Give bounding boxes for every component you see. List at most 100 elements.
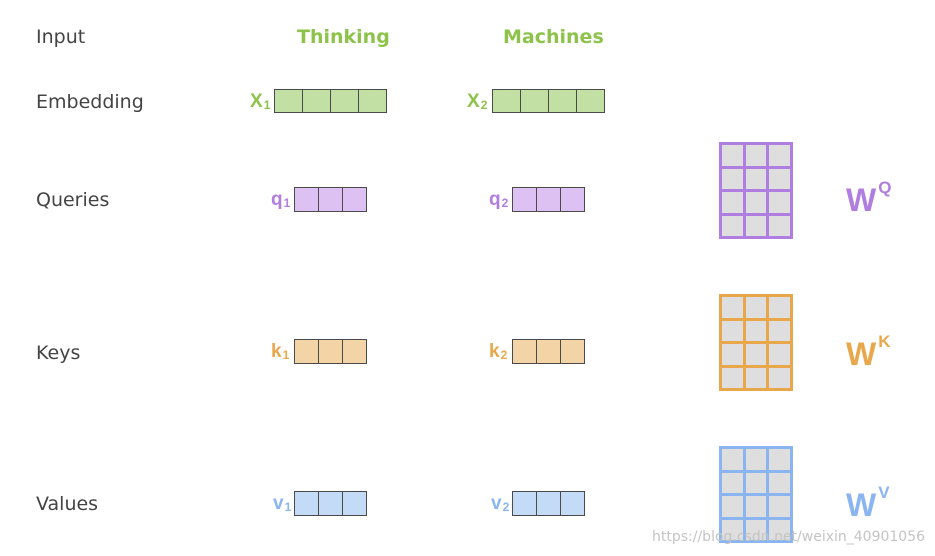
- query-vector-q1: [294, 187, 367, 212]
- row-label-input: Input: [36, 26, 86, 48]
- vector-cell: [274, 89, 303, 113]
- matrix-cell: [722, 320, 743, 341]
- weight-matrix-wq: [719, 142, 793, 239]
- vector-cell: [318, 187, 343, 212]
- matrix-cell: [769, 519, 790, 540]
- vector-cell: [302, 89, 331, 113]
- matrix-cell: [722, 215, 743, 236]
- variable-k2: k2: [489, 341, 507, 363]
- variable-x2-letter: X: [467, 91, 480, 112]
- vector-cell: [512, 491, 537, 516]
- variable-q1: q1: [271, 189, 290, 211]
- matrix-cell: [769, 496, 790, 517]
- matrix-cell: [722, 145, 743, 166]
- vector-cell: [318, 491, 343, 516]
- row-label-queries: Queries: [36, 189, 110, 211]
- variable-v2-letter: v: [491, 493, 502, 514]
- matrix-cell: [722, 519, 743, 540]
- vector-cell: [536, 339, 561, 364]
- matrix-cell: [745, 449, 767, 470]
- matrix-cell: [722, 496, 743, 517]
- row-label-embedding: Embedding: [36, 91, 144, 113]
- matrix-cell: [745, 519, 767, 540]
- weight-matrix-wk: [719, 294, 793, 391]
- matrix-cell: [722, 297, 743, 318]
- watermark-url: https://blog.csdn.net/weixin_40901056: [652, 529, 926, 545]
- vector-cell: [520, 89, 549, 113]
- matrix-cell: [769, 215, 790, 236]
- variable-v1-subscript: 1: [284, 500, 292, 514]
- matrix-cell: [769, 320, 790, 341]
- vector-cell: [358, 89, 387, 113]
- value-vector-v2: [512, 491, 585, 516]
- weight-label-wq-letter: W: [846, 182, 877, 218]
- variable-k1-letter: k: [271, 341, 282, 362]
- weight-label-wk-superscript: K: [878, 332, 891, 351]
- variable-q2: q2: [489, 189, 508, 211]
- matrix-cell: [745, 320, 767, 341]
- weight-label-wk-letter: W: [846, 336, 877, 372]
- vector-cell: [560, 339, 585, 364]
- embedding-vector-x2: [492, 89, 605, 113]
- vector-cell: [342, 491, 367, 516]
- variable-k2-letter: k: [489, 341, 500, 362]
- variable-q1-subscript: 1: [283, 196, 291, 210]
- variable-k1: k1: [271, 341, 289, 363]
- weight-matrix-wv: [719, 446, 793, 543]
- matrix-cell: [722, 192, 743, 213]
- matrix-cell: [769, 472, 790, 493]
- matrix-cell: [745, 367, 767, 388]
- matrix-cell: [722, 472, 743, 493]
- vector-cell: [548, 89, 577, 113]
- variable-q2-subscript: 2: [501, 196, 509, 210]
- vector-cell: [492, 89, 521, 113]
- matrix-cell: [769, 344, 790, 365]
- matrix-cell: [745, 496, 767, 517]
- variable-v2: v2: [491, 493, 509, 515]
- variable-q2-letter: q: [489, 189, 501, 210]
- query-vector-q2: [512, 187, 585, 212]
- vector-cell: [342, 187, 367, 212]
- key-vector-k1: [294, 339, 367, 364]
- variable-v2-subscript: 2: [502, 500, 510, 514]
- matrix-cell: [769, 449, 790, 470]
- matrix-cell: [745, 215, 767, 236]
- variable-q1-letter: q: [271, 189, 283, 210]
- variable-k1-subscript: 1: [282, 348, 290, 362]
- row-label-keys: Keys: [36, 342, 81, 364]
- matrix-cell: [745, 168, 767, 189]
- matrix-cell: [745, 192, 767, 213]
- matrix-cell: [745, 472, 767, 493]
- variable-x1-subscript: 1: [263, 98, 271, 112]
- variable-k2-subscript: 2: [500, 348, 508, 362]
- variable-x1: X1: [250, 91, 270, 113]
- variable-x1-letter: X: [250, 91, 263, 112]
- variable-x2: X2: [467, 91, 487, 113]
- matrix-cell: [769, 145, 790, 166]
- vector-cell: [512, 339, 537, 364]
- vector-cell: [560, 187, 585, 212]
- vector-cell: [294, 187, 319, 212]
- matrix-cell: [745, 297, 767, 318]
- matrix-cell: [769, 367, 790, 388]
- matrix-cell: [745, 344, 767, 365]
- vector-cell: [294, 491, 319, 516]
- vector-cell: [318, 339, 343, 364]
- weight-label-wv-letter: W: [846, 487, 877, 523]
- matrix-cell: [722, 168, 743, 189]
- vector-cell: [342, 339, 367, 364]
- key-vector-k2: [512, 339, 585, 364]
- value-vector-v1: [294, 491, 367, 516]
- matrix-cell: [745, 145, 767, 166]
- matrix-cell: [722, 344, 743, 365]
- vector-cell: [536, 491, 561, 516]
- vector-cell: [294, 339, 319, 364]
- matrix-cell: [769, 168, 790, 189]
- vector-cell: [330, 89, 359, 113]
- variable-v1: v1: [273, 493, 291, 515]
- vector-cell: [560, 491, 585, 516]
- variable-x2-subscript: 2: [480, 98, 488, 112]
- vector-cell: [512, 187, 537, 212]
